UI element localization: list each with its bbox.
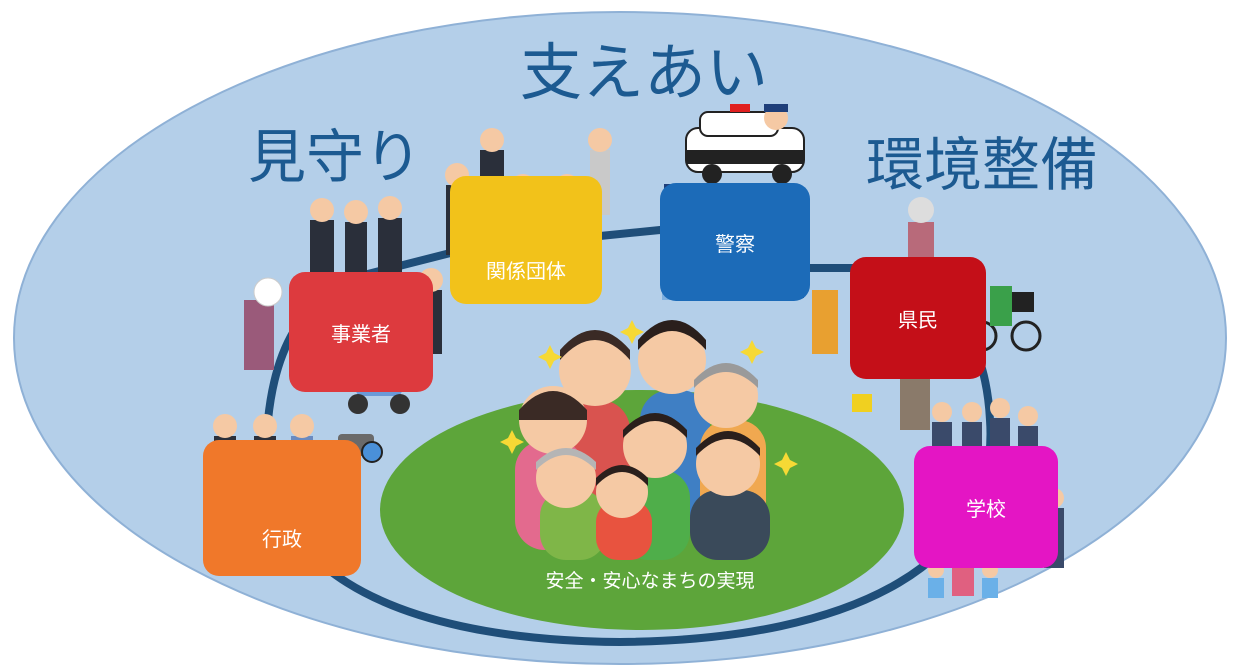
heading-watch: 見守り (248, 123, 423, 191)
crowd-person (536, 448, 606, 560)
box-government: 行政 (203, 440, 361, 576)
heading-environment: 環境整備 (866, 131, 1099, 199)
box-schools: 学校 (914, 446, 1058, 568)
sparkle-icon (500, 320, 798, 476)
box-police: 警察 (660, 183, 810, 301)
box-residents: 県民 (850, 257, 986, 379)
warning-sign-icon (852, 394, 872, 412)
heading-support: 支えあい (520, 36, 769, 109)
crowd-person (596, 465, 652, 560)
box-businesses: 事業者 (289, 272, 433, 392)
crowd-person (690, 431, 770, 560)
center-caption: 安全・安心なまちの実現 (545, 570, 755, 592)
crowd-illustration (500, 320, 798, 560)
police-car-icon (685, 104, 805, 184)
box-associations: 関係団体 (450, 176, 602, 304)
